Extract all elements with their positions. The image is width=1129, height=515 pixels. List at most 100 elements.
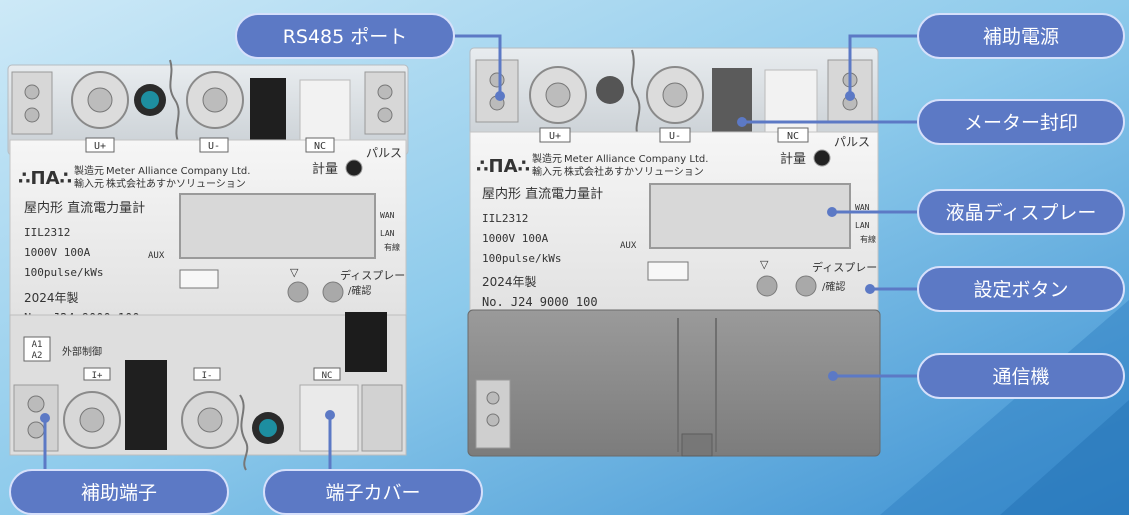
down-triangle-icon: ▽ [290, 266, 299, 279]
product-type: 屋内形 直流電力量計 [24, 200, 145, 216]
callout-comm-unit: 通信機 [917, 353, 1125, 399]
screw-icon [87, 87, 113, 113]
terminal-label-nc: NC [314, 141, 326, 152]
a1-a2-label-box [23, 336, 51, 362]
callout-meter-seal: メーター封印 [917, 99, 1125, 145]
label-box-u-minus [659, 127, 691, 143]
a2-label: A2 [32, 351, 43, 361]
seal-hole-inner [141, 91, 159, 109]
terminal-screw-block-left [475, 59, 519, 123]
pulse-label: パルス [366, 146, 402, 160]
down-button[interactable] [287, 281, 309, 303]
callout-pill [917, 266, 1125, 312]
dot-terminal-cover [325, 410, 335, 420]
callout-label-meter-seal: メーター封印 [964, 112, 1078, 134]
confirm-label: /確認 [348, 284, 371, 297]
seal-hole [596, 76, 624, 104]
callout-label-terminal-cover: 端子カバー [325, 482, 420, 504]
screw-icon [202, 87, 228, 113]
callout-aux-terminal: 補助端子 [9, 469, 229, 515]
label-box-i-plus [83, 367, 111, 381]
screw-icon [545, 82, 571, 108]
rating: 1000V 100A [24, 246, 91, 259]
model-number: IIL2312 [24, 226, 70, 239]
indicator-window [179, 269, 219, 289]
communication-unit [467, 309, 881, 457]
pulse-rate: 100pulse/kWs [24, 266, 103, 279]
nc-slot [764, 69, 818, 135]
dot-aux-terminal [40, 413, 50, 423]
callout-pill [917, 13, 1125, 59]
terminal-label-i-plus: I+ [92, 371, 103, 381]
callout-pill [917, 99, 1125, 145]
logo: ∴ΠA∴ [18, 168, 72, 189]
display-confirm-button[interactable] [322, 281, 344, 303]
screw-icon [662, 82, 688, 108]
rating: 1000V 100A [482, 232, 549, 245]
screw-icon [489, 72, 505, 88]
importer-label: 輸入元 [74, 177, 104, 190]
maker-label: 製造元 [74, 164, 104, 177]
callout-label-comm-unit: 通信機 [992, 366, 1049, 388]
product-type: 屋内形 直流電力量計 [482, 186, 603, 202]
label-box-nc [305, 137, 335, 153]
seal-wire [630, 49, 641, 141]
display-label: ディスプレー [340, 268, 405, 282]
terminal-label-i-minus: I- [202, 371, 213, 381]
maker-label: 製造元 [532, 152, 562, 165]
external-control-label: 外部制御 [62, 345, 102, 358]
terminal-label-u-plus: U+ [549, 131, 561, 142]
screw-icon [79, 407, 105, 433]
pulse-led [813, 149, 831, 167]
model-number: IIL2312 [482, 212, 528, 225]
importer-name: 株式会社あすかソリューション [564, 165, 704, 178]
screw-icon [377, 107, 393, 123]
screw-icon [27, 395, 45, 413]
callout-label-lcd: 液晶ディスプレー [946, 202, 1097, 224]
label-box-u-minus [199, 137, 229, 153]
maker-name: Meter Alliance Company Ltd. [564, 154, 708, 165]
screw-icon [197, 407, 223, 433]
terminal-label-nc: NC [787, 131, 799, 142]
terminal-label-u-minus: U- [208, 141, 220, 152]
confirm-label: /確認 [822, 280, 845, 293]
dot-comm-unit [828, 371, 838, 381]
connector-dark [345, 312, 387, 372]
dot-setting-button [865, 284, 875, 294]
display-label: ディスプレー [812, 260, 877, 274]
display-confirm-button[interactable] [795, 275, 817, 297]
lcd-display [649, 183, 851, 249]
screw-icon [27, 421, 45, 439]
comm-connector [681, 433, 713, 457]
seal-hole-bottom-inner [259, 419, 277, 437]
measure-label: 計量 [312, 161, 338, 177]
leader-lines [43, 34, 918, 470]
manufacture-year: 2024年製 [482, 275, 537, 289]
callout-setting-button: 設定ボタン [917, 266, 1125, 312]
dot-rs485 [495, 91, 505, 101]
aux-terminal-block [13, 384, 59, 452]
callout-pill [9, 469, 229, 515]
screw-icon [24, 107, 40, 123]
label-box-u-plus [85, 137, 115, 153]
pulse-label: パルス [834, 135, 870, 149]
down-button[interactable] [756, 275, 778, 297]
callout-terminal-cover: 端子カバー [263, 469, 483, 515]
screw-icon [486, 391, 500, 405]
callout-label-aux-terminal: 補助端子 [81, 482, 157, 504]
pulse-led [345, 159, 363, 177]
callout-rs485: RS485 ポート [235, 13, 455, 59]
leader-aux-power [848, 34, 918, 96]
wired-label: 有線 [384, 242, 400, 252]
background-accent-shape-2 [1000, 400, 1129, 515]
maker-name: Meter Alliance Company Ltd. [106, 166, 250, 177]
lan-label: LAN [380, 229, 395, 238]
meter-right: U+ U- NC パルス 計量 ∴ΠA∴ 製造元 Meter Alliance … [467, 47, 881, 457]
dot-meter-seal [737, 117, 747, 127]
terminal-screw-block-left [11, 71, 53, 135]
a1-label: A1 [32, 340, 43, 350]
leader-dots [40, 91, 875, 423]
screw-icon [24, 84, 40, 100]
